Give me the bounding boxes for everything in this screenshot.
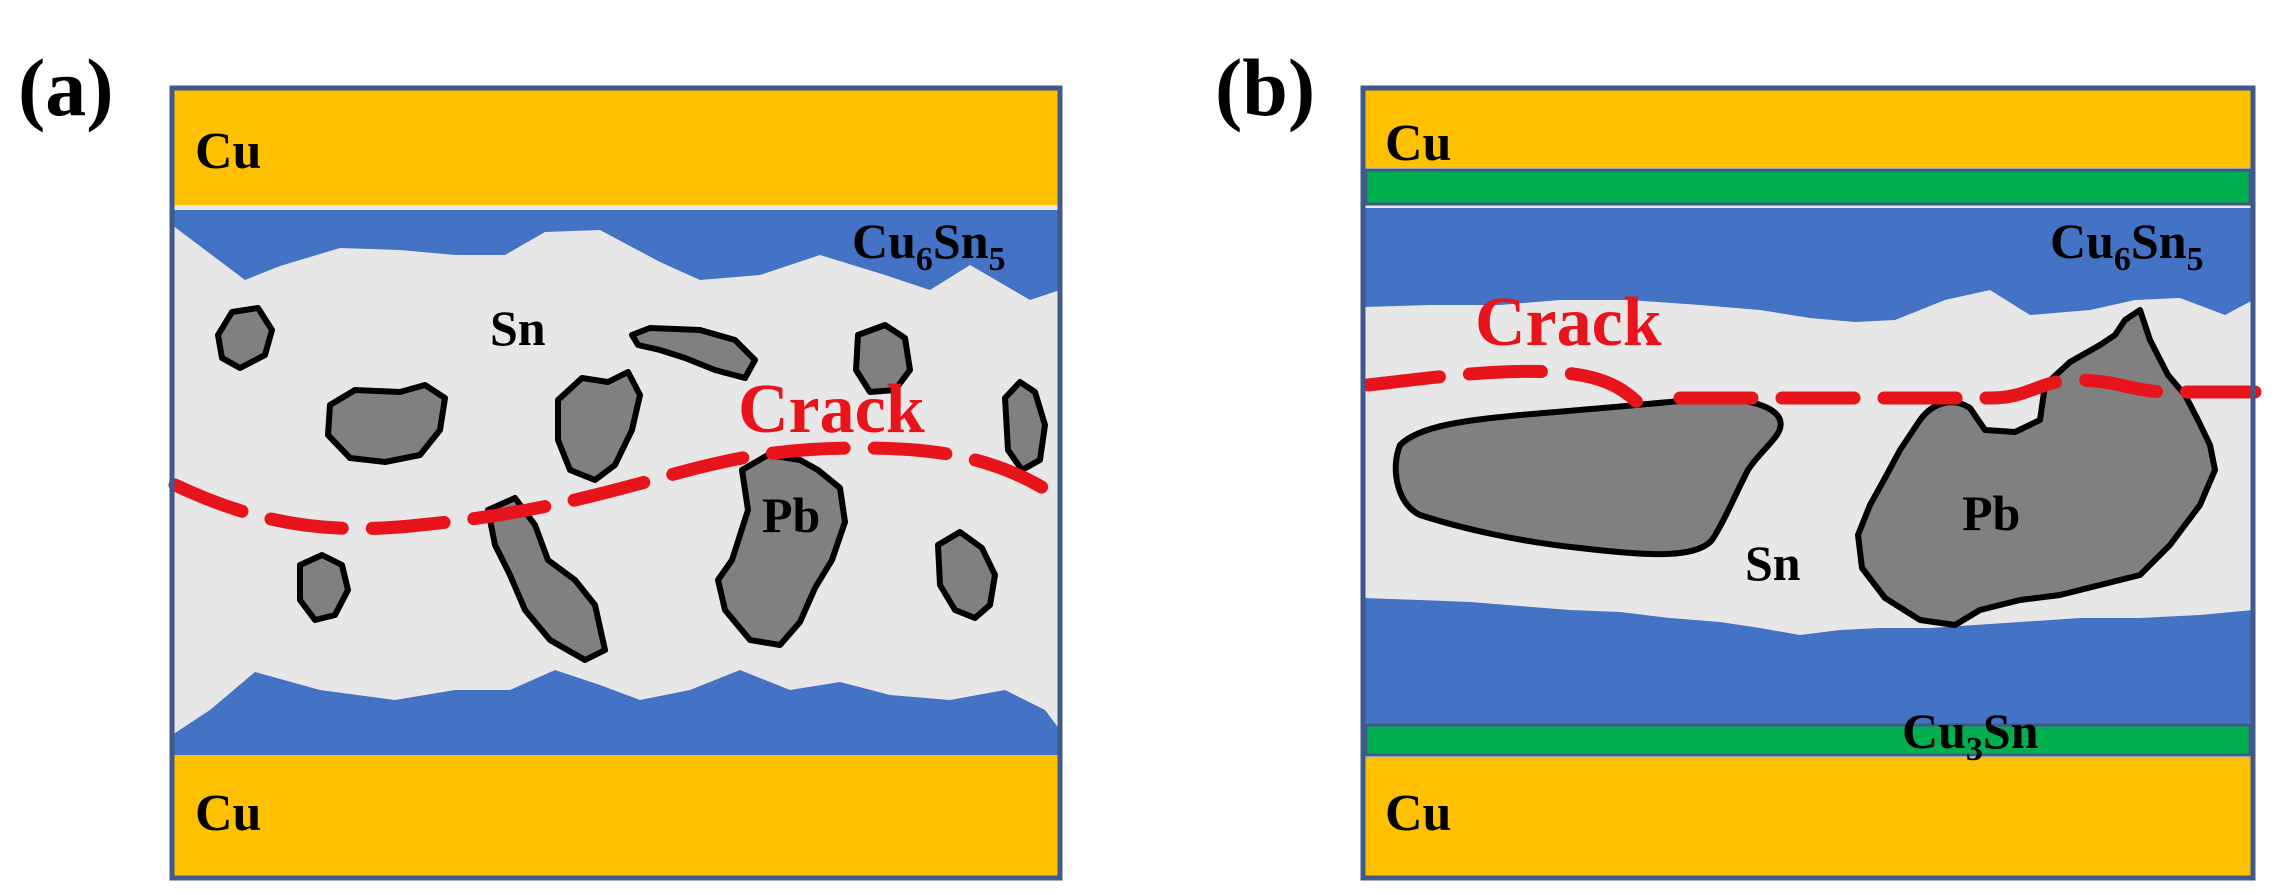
panel-a-sn-label: Sn	[490, 300, 546, 356]
panel-a-bottom-cu6sn5-layer	[172, 670, 1060, 755]
panel-a-label: (a)	[18, 42, 114, 133]
formula-base: Cu	[852, 213, 916, 269]
pb-particle	[1392, 395, 1784, 558]
panel-b-cu6sn5-label: Cu6Sn5	[2050, 213, 2204, 278]
formula-base: Cu	[2050, 213, 2114, 269]
panel-b-cu3sn-label: Cu3Sn	[1902, 703, 2039, 768]
panel-b-bottom-copper-layer	[1363, 757, 2253, 878]
pb-particle	[555, 369, 643, 483]
panel-a-top-copper-layer	[172, 90, 1060, 205]
panel-b	[1360, 85, 2262, 881]
pb-particle	[485, 495, 608, 663]
panel-b-top-copper-layer	[1363, 90, 2253, 168]
panel-b-frame	[1360, 85, 2256, 881]
panel-b-pb-label: Pb	[1962, 485, 2020, 541]
panel-a-crack-path	[168, 441, 1057, 536]
panel-b-top-cu3sn-layer	[1364, 168, 2252, 206]
panel-b-bottom-cu6sn5-layer	[1363, 598, 2253, 725]
formula-subscript: 5	[989, 241, 1006, 278]
pb-particle	[935, 529, 998, 621]
formula-subscript: 5	[2187, 241, 2204, 278]
panel-b-crack-label: Crack	[1475, 284, 1662, 361]
panel-a-pb-label: Pb	[762, 487, 820, 543]
panel-a-crack-label: Crack	[738, 371, 925, 448]
panel-a-frame	[169, 85, 1063, 881]
panel-a-top-cu6sn5-layer	[172, 210, 1060, 300]
formula-mid: Sn	[1983, 703, 2039, 759]
panel-b-bottom-cu-label: Cu	[1385, 785, 1451, 842]
formula-mid: Sn	[933, 213, 989, 269]
formula-subscript: 6	[916, 241, 933, 278]
panel-a	[168, 85, 1063, 881]
pb-particle	[715, 452, 848, 648]
pb-particle	[853, 322, 913, 395]
panel-b-crack-path	[1673, 373, 2262, 405]
panel-a-cu6sn5-label: Cu6Sn5	[852, 213, 1006, 278]
panel-b-label: (b)	[1215, 42, 1315, 133]
panel-a-pb-particles	[215, 305, 1048, 663]
formula-subscript: 3	[1966, 731, 1983, 768]
pb-particle	[215, 305, 275, 371]
pb-particle	[1002, 379, 1048, 473]
panel-b-crack-path	[1361, 364, 1647, 412]
panel-b-top-cu-label: Cu	[1385, 115, 1451, 172]
pb-particle	[629, 325, 758, 381]
panel-a-top-cu-label: Cu	[195, 123, 261, 180]
formula-mid: Sn	[2131, 213, 2187, 269]
pb-particle	[325, 382, 448, 465]
panel-b-bottom-cu3sn-layer	[1364, 723, 2252, 757]
formula-base: Cu	[1902, 703, 1966, 759]
pb-particle	[297, 552, 351, 623]
panel-b-sn-label: Sn	[1745, 535, 1801, 591]
panel-a-bottom-cu-label: Cu	[195, 785, 261, 842]
formula-subscript: 6	[2114, 241, 2131, 278]
panel-a-bottom-copper-layer	[172, 755, 1060, 878]
panel-b-top-cu6sn5-layer	[1363, 208, 2253, 322]
